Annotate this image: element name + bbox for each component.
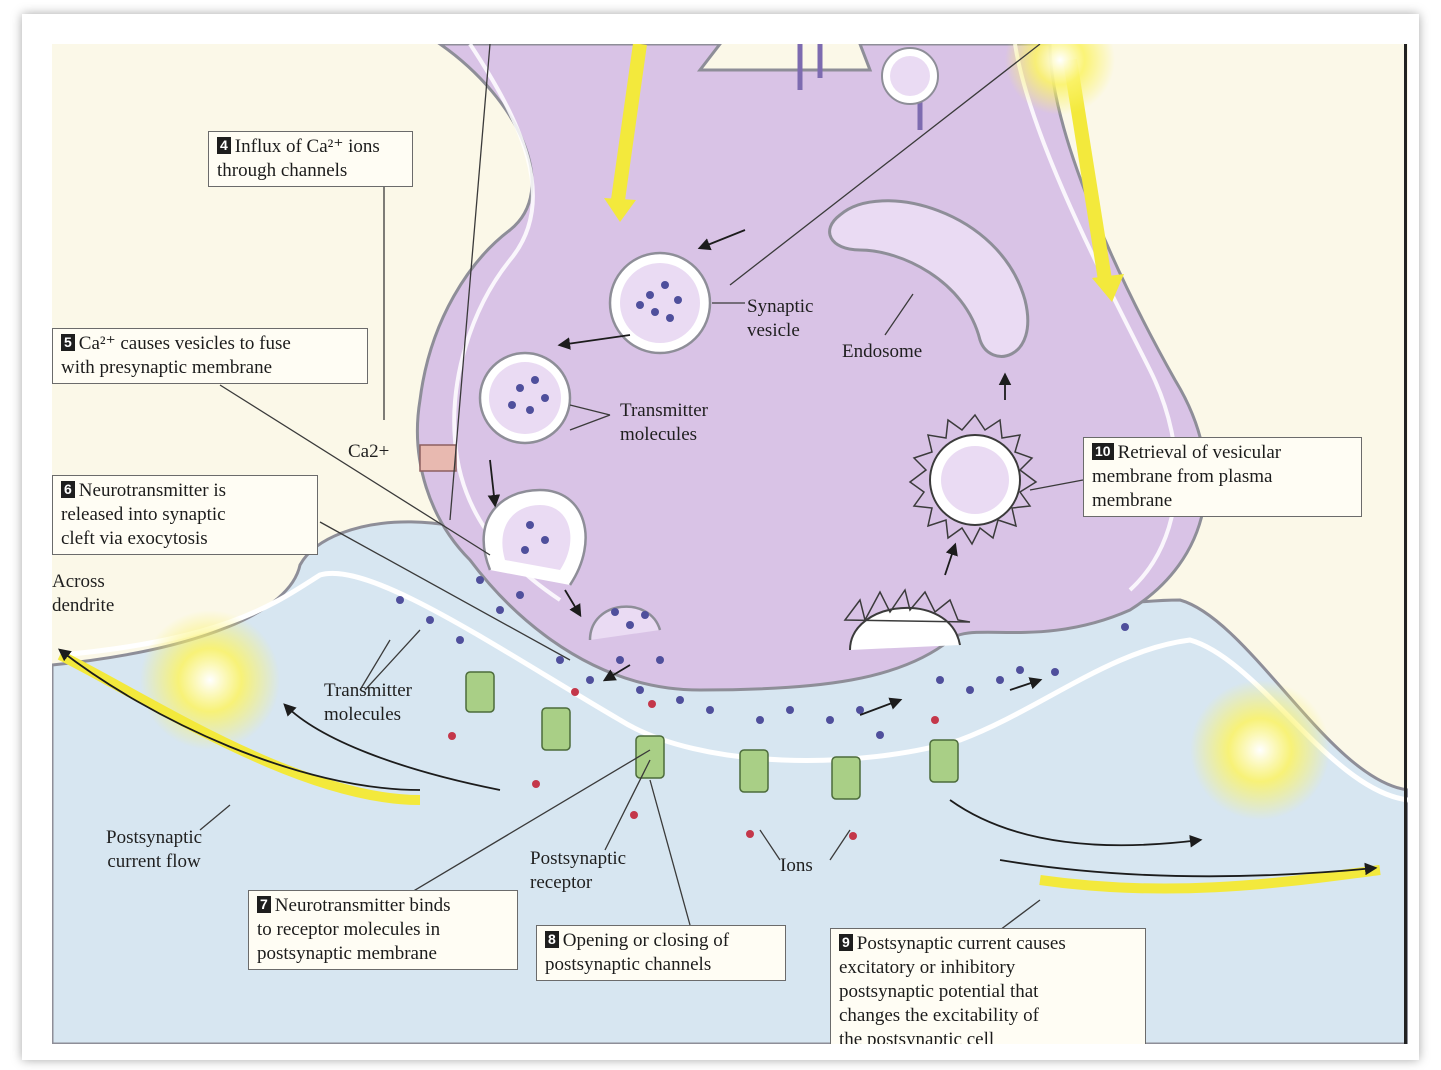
across-dendrite-label: Across dendrite — [52, 570, 114, 618]
step-6-number: 6 — [61, 481, 75, 498]
endosome-label: Endosome — [842, 340, 922, 364]
step-10-text: Retrieval of vesicular membrane from pla… — [1092, 442, 1281, 511]
step-7-text: Neurotransmitter binds to receptor molec… — [257, 895, 451, 964]
step-9-text: Postsynaptic current causes excitatory o… — [839, 933, 1066, 1044]
figure-right-edge — [1404, 44, 1407, 1044]
postsynaptic-receptor-label: Postsynaptic receptor — [530, 847, 626, 895]
transmitter-molecules-top-label: Transmitter molecules — [620, 399, 708, 447]
step-7-number: 7 — [257, 896, 271, 913]
step-10-number: 10 — [1092, 443, 1114, 460]
step-4-number: 4 — [217, 137, 231, 154]
step-5-number: 5 — [61, 334, 75, 351]
step-8-number: 8 — [545, 931, 559, 948]
synaptic-vesicle-label: Synaptic vesicle — [747, 295, 814, 343]
step-6-text: Neurotransmitter is released into synapt… — [61, 480, 226, 549]
ca2-label: Ca2+ — [348, 440, 389, 464]
step-9-number: 9 — [839, 934, 853, 951]
transmitter-molecules-left-label: Transmitter molecules — [324, 679, 412, 727]
step-5-text: Ca²⁺ causes vesicles to fuse with presyn… — [61, 333, 291, 378]
postsynaptic-current-flow-label: Postsynaptic current flow — [106, 826, 202, 874]
ions-label: Ions — [780, 854, 813, 878]
step-4-text: Influx of Ca²⁺ ions through channels — [217, 136, 380, 181]
step-8-text: Opening or closing of postsynaptic chann… — [545, 930, 729, 975]
